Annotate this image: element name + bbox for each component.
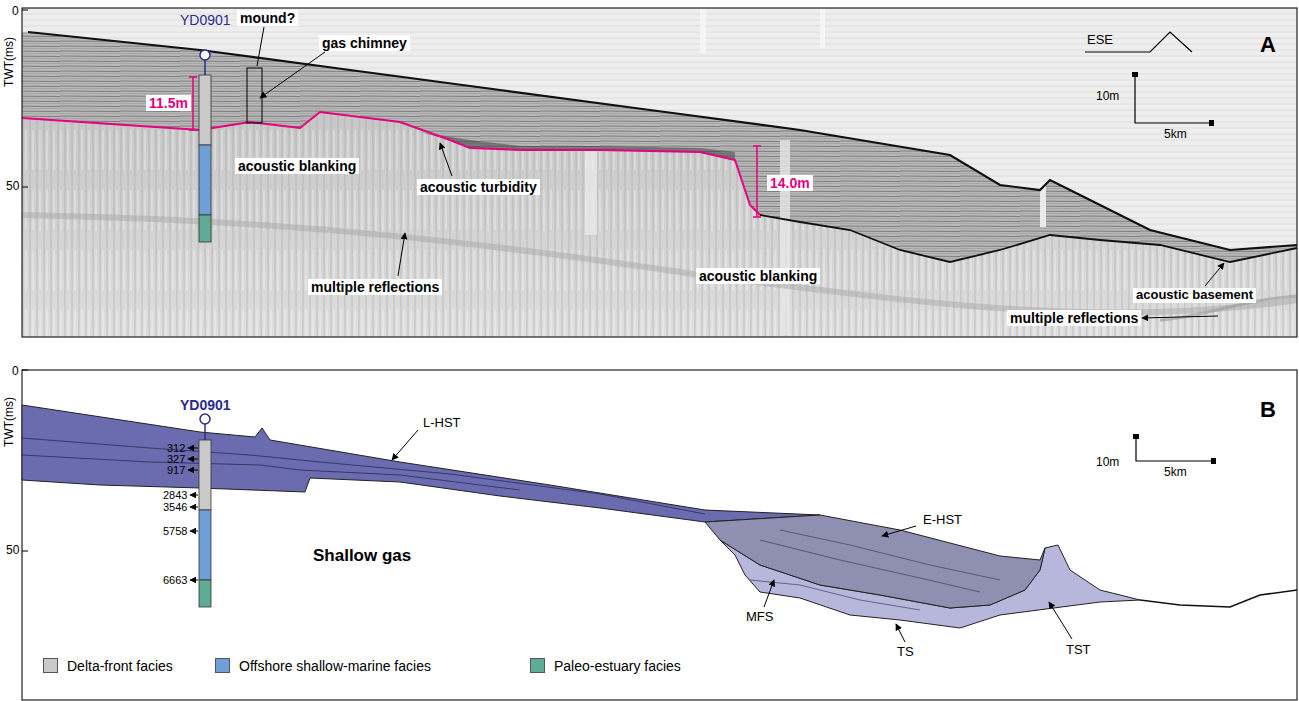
annotation-label: acoustic blanking [235, 158, 359, 174]
annotation-label: 5758 [163, 525, 187, 538]
annotation-label: E-HST [923, 513, 962, 528]
annotation-label: YD0901 [180, 12, 231, 28]
annotation-label: 11.5m [146, 95, 191, 111]
annotation-label: 312 [167, 442, 185, 455]
annotation-label: 3546 [163, 501, 187, 514]
annotation-label: 10m [1096, 456, 1119, 470]
annotation-label: L-HST [423, 416, 461, 431]
annotation-label: 917 [167, 464, 185, 477]
annotation-label: ESE [1087, 33, 1113, 48]
annotation-label: TST [1066, 643, 1091, 658]
annotation-label: 0 [12, 5, 19, 19]
annotation-label: mound? [237, 10, 298, 26]
annotation-label: 5km [1164, 128, 1187, 142]
annotation-label: gas chimney [319, 35, 410, 51]
annotation-label: 2843 [163, 489, 187, 502]
legend-swatch [215, 658, 230, 673]
annotation-label: 6663 [163, 574, 187, 587]
annotation-label: Shallow gas [313, 546, 411, 566]
annotation-label: multiple reflections [1007, 310, 1141, 326]
annotation-label: MFS [746, 610, 773, 625]
annotation-label: 50 [6, 180, 19, 194]
annotation-label: 327 [167, 453, 185, 466]
annotation-label: multiple reflections [308, 279, 442, 295]
annotation-label: TS [897, 645, 914, 660]
annotation-label: B [1260, 397, 1276, 422]
annotation-label: A [1260, 32, 1276, 57]
annotation-label: acoustic basement [1133, 288, 1256, 303]
legend-swatch [43, 658, 58, 673]
annotation-label: 5km [1164, 466, 1187, 480]
annotation-label: YD0901 [180, 397, 231, 413]
legend-text: Offshore shallow-marine facies [239, 658, 431, 674]
annotation-label: 50 [6, 544, 19, 558]
legend-swatch [530, 658, 545, 673]
annotation-label: 10m [1096, 90, 1119, 104]
annotation-label: TWT(ms) [3, 397, 17, 447]
annotation-label: 14.0m [767, 175, 813, 191]
annotation-label: 0 [12, 365, 19, 379]
annotation-label: acoustic turbidity [417, 179, 540, 195]
legend-text: Paleo-estuary facies [554, 658, 681, 674]
annotation-label: TWT(ms) [3, 37, 17, 87]
legend-text: Delta-front facies [67, 658, 173, 674]
annotation-label: acoustic blanking [696, 268, 820, 284]
